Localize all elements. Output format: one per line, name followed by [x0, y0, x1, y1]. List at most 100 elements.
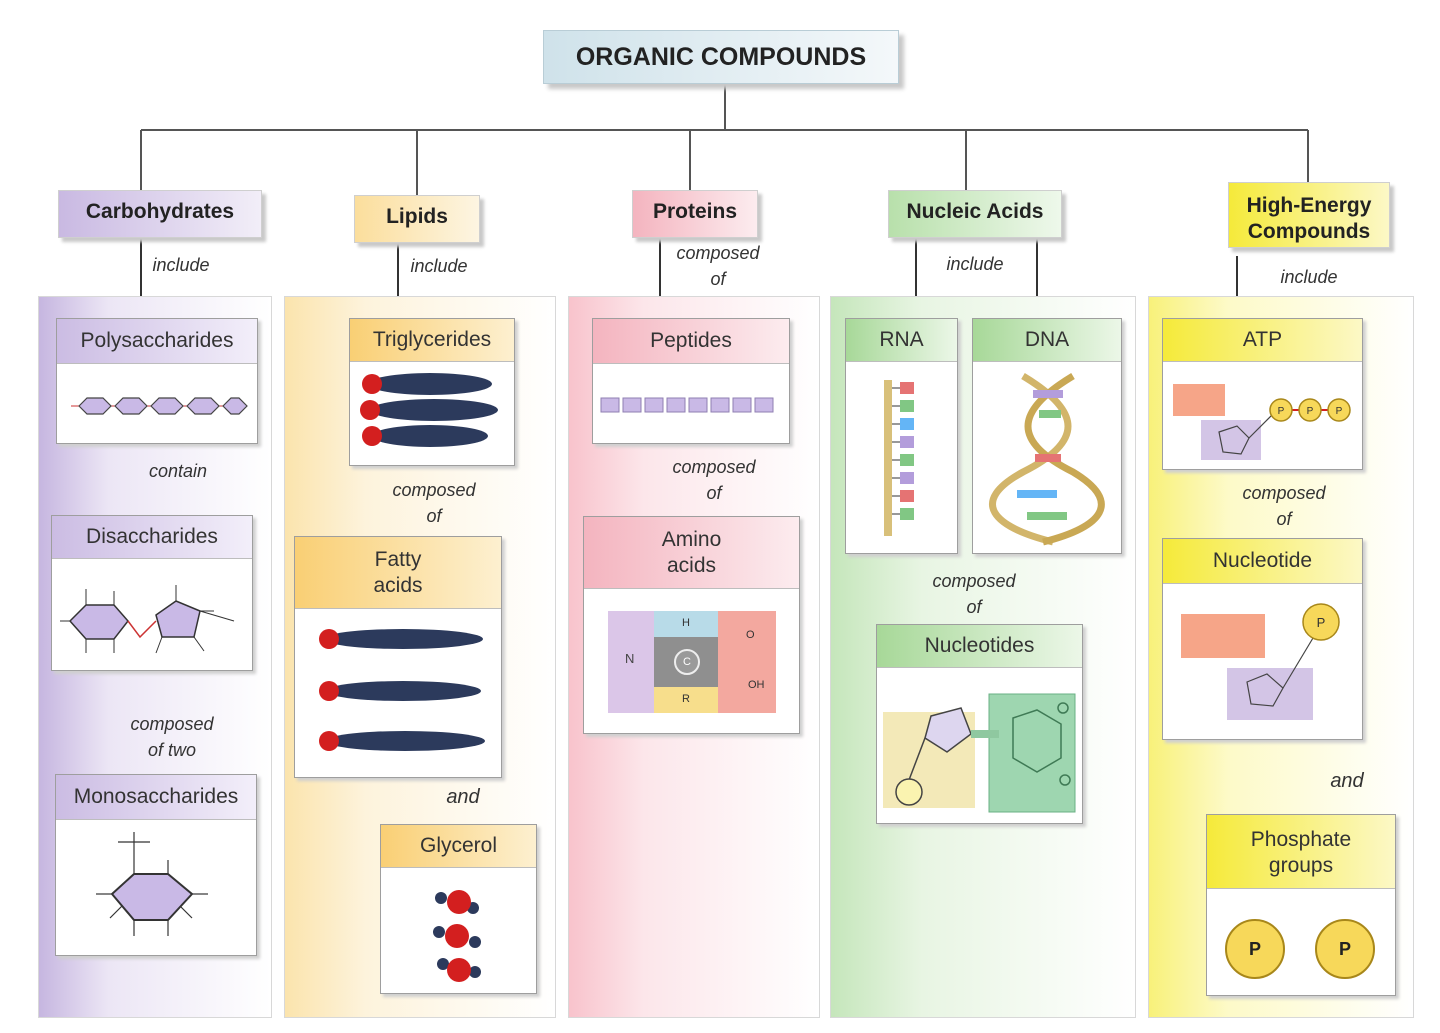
triglycerides-title: Triglycerides: [350, 319, 514, 362]
lipids-and-note: and: [446, 786, 480, 808]
proteins-composed2-line1: composed: [672, 457, 756, 477]
nucleic-composed-line2: of: [966, 597, 982, 617]
nucleotide-structure-icon: [883, 693, 1076, 813]
disaccharides-card: Disaccharides: [51, 515, 253, 671]
atp-card: ATP P P P: [1162, 318, 1363, 470]
polysaccharides-title: Polysaccharides: [57, 319, 257, 364]
amino-c-label: C: [683, 656, 691, 668]
lipids-include-note: include: [410, 256, 468, 276]
disaccharides-title: Disaccharides: [52, 516, 252, 559]
proteins-composed-of-note-2: composed of: [662, 454, 766, 506]
high-energy-and-note: and: [1330, 770, 1364, 792]
lipids-header: Lipids: [354, 195, 480, 243]
proteins-header: Proteins: [632, 190, 758, 238]
monosaccharide-structure-icon: [96, 832, 208, 936]
composed-of-two-line2: of two: [147, 740, 197, 760]
fatty-acids-card: Fatty acids: [294, 536, 502, 778]
phosphate-line1: Phosphate: [1250, 828, 1352, 851]
fatty-acid-model-icon: [319, 629, 485, 751]
carboxyl-group: [718, 611, 776, 713]
nucleic-composed-of-note: composed of: [922, 568, 1026, 620]
high-energy-composed-line2: of: [1276, 509, 1292, 529]
composed-of-two-note: composed of two: [120, 711, 224, 763]
high-energy-label-line2: Compounds: [1247, 220, 1371, 243]
nucleotides-title: Nucleotides: [877, 625, 1082, 668]
fatty-acids-title: Fatty acids: [295, 537, 501, 609]
lipids-label: Lipids: [386, 205, 448, 228]
high-energy-header: High-Energy Compounds: [1228, 182, 1390, 248]
phosphate-p1-label: P: [1248, 939, 1261, 959]
carbohydrates-header: Carbohydrates: [58, 190, 262, 238]
nucleotide-card: Nucleotide P: [1162, 538, 1363, 740]
triglycerides-card: Triglycerides: [349, 318, 515, 466]
central-carbon-circle: C: [674, 649, 700, 675]
fatty-acids-line1: Fatty: [374, 548, 422, 571]
atp-p1-label: P: [1278, 406, 1285, 417]
amino-acid-structure: N H C R O OH: [608, 611, 776, 713]
proteins-composed-line1: composed: [676, 243, 760, 263]
nucleic-composed-line1: composed: [932, 571, 1016, 591]
phosphate-circle-1: P: [1225, 919, 1285, 979]
lipids-composed-of-note: composed of: [382, 477, 486, 529]
proteins-composed-of-note: composed of: [666, 240, 770, 292]
high-energy-label-line1: High-Energy: [1246, 194, 1372, 217]
high-energy-composed-of-note: composed of: [1232, 480, 1336, 532]
nucleotide-title: Nucleotide: [1163, 539, 1362, 584]
phosphate-p2-label: P: [1338, 939, 1351, 959]
dna-helix-icon: [989, 372, 1105, 546]
phosphate-groups-card: Phosphate groups P P: [1206, 814, 1396, 996]
nucleotide-p-label: P: [1317, 615, 1326, 630]
nucleic-include-note: include: [946, 254, 1004, 274]
proteins-composed-line2: of: [710, 269, 726, 289]
peptides-title: Peptides: [593, 319, 789, 364]
lipids-composed-line1: composed: [392, 480, 476, 500]
phosphate-circle-2: P: [1315, 919, 1375, 979]
rna-title: RNA: [846, 319, 957, 362]
triglyceride-model-icon: [360, 373, 498, 447]
nucleic-acids-label: Nucleic Acids: [906, 200, 1044, 223]
high-energy-composed-line1: composed: [1242, 483, 1326, 503]
peptide-chain-icon: [600, 397, 774, 413]
amino-n-label: N: [625, 651, 635, 666]
amino-o-label: O: [746, 629, 755, 641]
high-energy-include-note: include: [1280, 267, 1338, 287]
proteins-composed2-line2: of: [706, 483, 722, 503]
amino-acids-line1: Amino: [661, 528, 722, 551]
phosphate-groups-title: Phosphate groups: [1207, 815, 1395, 889]
hydrogen-group: [654, 611, 718, 637]
contain-note: contain: [148, 461, 208, 481]
root-label: ORGANIC COMPOUNDS: [575, 43, 867, 71]
rna-strand-icon: [884, 380, 914, 536]
monosaccharides-title: Monosaccharides: [56, 775, 256, 820]
r-group: [654, 687, 718, 713]
nucleotides-card: Nucleotides: [876, 624, 1083, 824]
fatty-acids-line2: acids: [373, 574, 423, 597]
carbohydrates-label: Carbohydrates: [85, 200, 235, 223]
dna-title: DNA: [973, 319, 1121, 362]
glycerol-title: Glycerol: [381, 825, 536, 868]
dna-card: DNA: [972, 318, 1122, 554]
amino-oh-label: OH: [748, 679, 765, 691]
polysaccharides-card: Polysaccharides: [56, 318, 258, 444]
monosaccharides-card: Monosaccharides: [55, 774, 257, 956]
nucleotide-molecule-icon: P: [1181, 603, 1340, 720]
lipids-composed-line2: of: [426, 506, 442, 526]
atp-p2-label: P: [1307, 406, 1314, 417]
nucleic-acids-header: Nucleic Acids: [888, 190, 1062, 238]
amino-acids-line2: acids: [666, 554, 717, 577]
glycerol-model-icon: [433, 890, 481, 982]
carbohydrates-include-note: include: [152, 255, 210, 275]
atp-title: ATP: [1163, 319, 1362, 362]
amino-r-label: R: [682, 693, 690, 705]
amino-acids-card: Amino acids N H C R O OH: [583, 516, 800, 734]
phosphate-line2: groups: [1268, 854, 1334, 877]
rna-card: RNA: [845, 318, 958, 554]
root-box: ORGANIC COMPOUNDS: [543, 30, 899, 84]
disaccharide-structure-icon: [60, 585, 235, 654]
peptides-card: Peptides: [592, 318, 790, 444]
amino-acids-title: Amino acids: [584, 517, 799, 589]
atp-p3-label: P: [1336, 406, 1343, 417]
polysaccharide-chain-icon: [71, 397, 248, 415]
glycerol-card: Glycerol: [380, 824, 537, 994]
amino-h-label: H: [682, 617, 690, 629]
